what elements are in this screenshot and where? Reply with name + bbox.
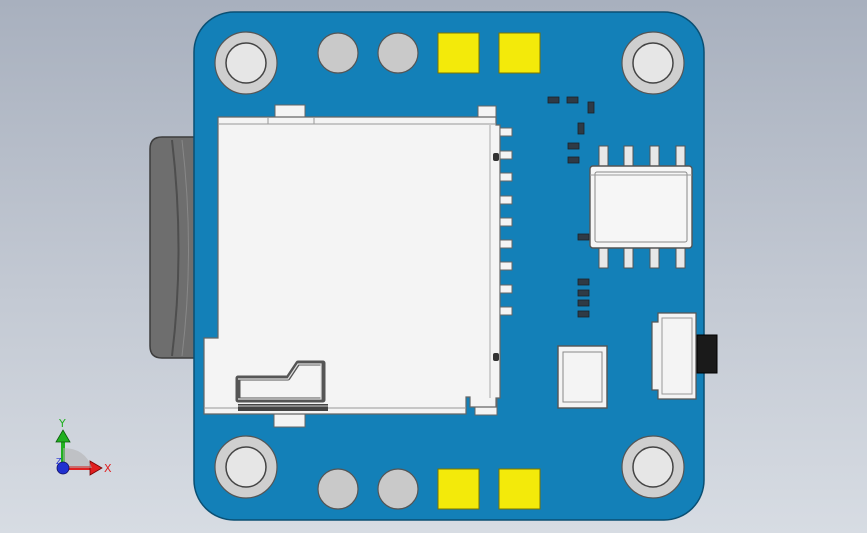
lock-spring — [235, 360, 328, 411]
smd-components — [547, 96, 595, 318]
square-pads — [437, 32, 541, 510]
side-connector[interactable] — [651, 312, 718, 400]
x-axis-label: X — [104, 462, 112, 475]
mounting-hole-bottom-left — [214, 435, 278, 499]
mounting-hole-top-left — [214, 31, 278, 95]
mounting-holes — [214, 31, 685, 499]
round-pads — [317, 32, 419, 510]
mounting-hole-bottom-right — [621, 435, 685, 499]
socket-pins — [499, 127, 513, 316]
mounting-hole-top-right — [621, 31, 685, 95]
y-axis-label: Y — [58, 417, 66, 430]
z-axis-label: Z — [56, 457, 62, 466]
white-component — [557, 345, 608, 409]
coordinate-triad: Y X Z — [55, 417, 112, 476]
sd-socket[interactable] — [203, 104, 513, 428]
soic-8-ic[interactable] — [589, 145, 693, 269]
